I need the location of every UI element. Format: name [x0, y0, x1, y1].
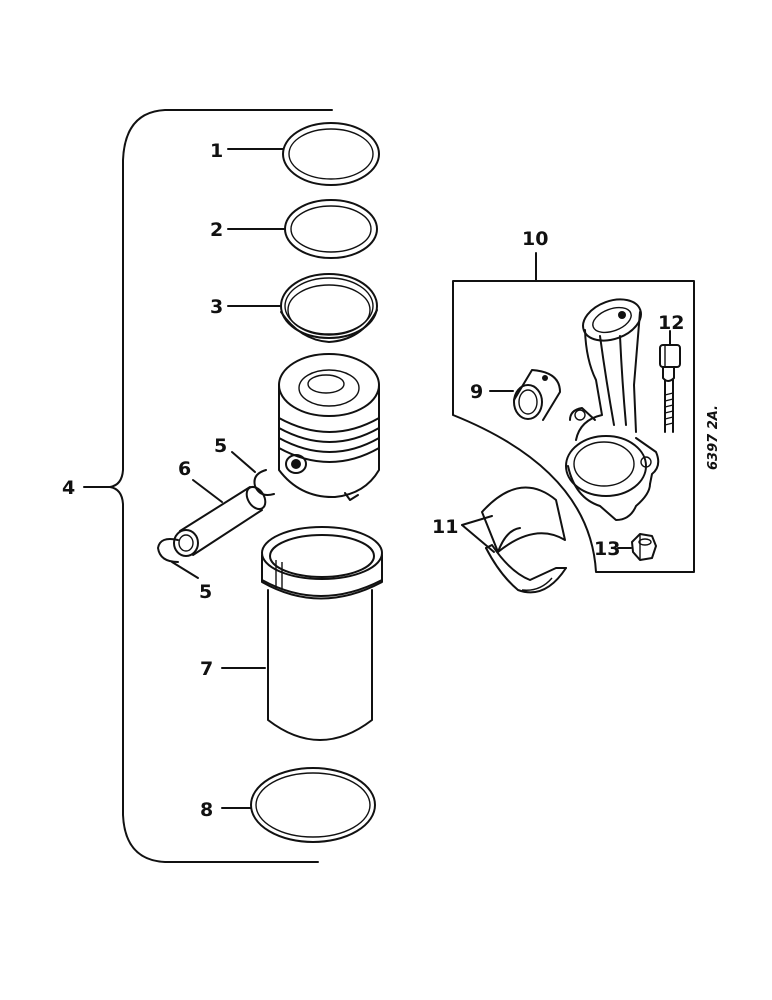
callout-3: 3	[210, 296, 223, 318]
conrod-nut	[631, 533, 657, 561]
callout-2: 2	[210, 219, 223, 241]
callout-8: 8	[200, 799, 213, 821]
callout-1: 1	[210, 140, 223, 162]
circlip-upper	[253, 469, 275, 496]
piston-ring-3	[280, 273, 378, 343]
piston-pin	[173, 485, 267, 557]
connecting-rod	[565, 298, 660, 521]
leader-6	[192, 479, 223, 503]
leader-5-lower	[171, 561, 199, 579]
callout-12: 12	[658, 312, 684, 334]
leader-5-upper	[231, 451, 256, 473]
piston	[278, 353, 380, 501]
leader-11a	[461, 515, 493, 526]
callout-4: 4	[62, 477, 75, 499]
piston-ring-1	[282, 122, 380, 186]
leader-11b	[461, 524, 495, 553]
callout-11: 11	[432, 516, 458, 538]
big-end-bearing-shells	[481, 486, 567, 594]
conrod-bolt	[659, 344, 681, 433]
conrod-kit-outline	[452, 280, 695, 573]
drawing-reference: 6397 2A.	[706, 405, 721, 470]
callout-7: 7	[200, 658, 213, 680]
callout-6: 6	[178, 458, 191, 480]
callout-9: 9	[470, 381, 483, 403]
piston-ring-2	[284, 199, 378, 259]
cylinder-liner	[261, 526, 383, 741]
circlip-lower	[157, 538, 179, 563]
callout-5-lower: 5	[199, 581, 212, 603]
small-end-bush	[513, 369, 561, 421]
callout-5-upper: 5	[214, 435, 227, 457]
seal-ring	[250, 767, 376, 843]
callout-10: 10	[522, 228, 548, 250]
callout-13: 13	[594, 538, 620, 560]
